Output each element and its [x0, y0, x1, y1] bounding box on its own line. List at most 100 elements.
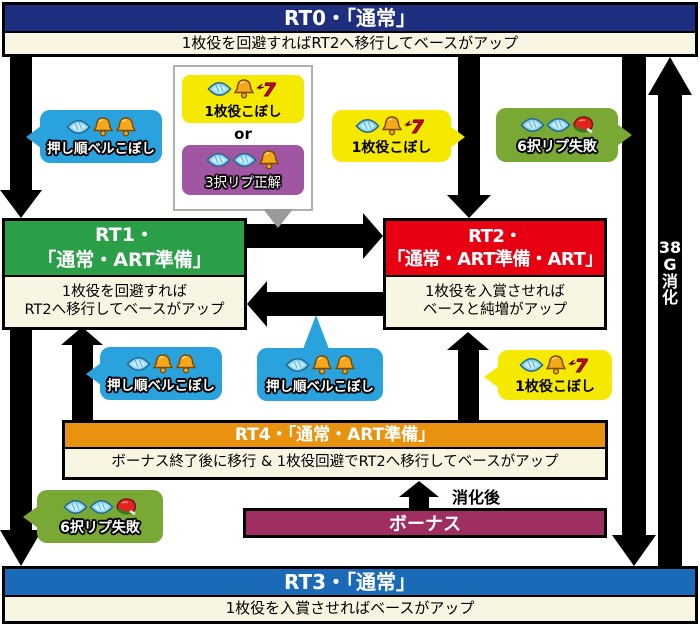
arrow-rt1-to-rt2-shaft: [247, 224, 365, 248]
rt3-title: RT3・「通常」: [5, 569, 695, 597]
diamond-icon: [545, 115, 571, 135]
bell-icon: [175, 353, 197, 374]
seven-icon: 7: [567, 355, 592, 375]
bubble-tail-right: [450, 126, 465, 148]
bonus-after-label: 消化後: [452, 488, 501, 507]
rt1-desc: 1枚役を回避すれば RT2へ移行してベースがアップ: [5, 277, 244, 325]
seven-icon: 7: [255, 79, 280, 99]
bubble-tail-left: [484, 366, 499, 388]
arrow-rt1-to-rt3-shaft: [10, 328, 32, 530]
bell-icon: [545, 355, 567, 375]
bubble-tail-left: [23, 506, 38, 528]
rt0-box: RT0・「通常」 1枚役を回避すればRT2へ移行してベースがアップ: [2, 2, 698, 57]
note-shou: 消: [661, 271, 678, 291]
arrow-rt4-to-rt2-shaft: [458, 350, 479, 421]
bubble-rokutaku-top: 6択リプ失敗: [496, 108, 632, 162]
note-g: G: [663, 254, 677, 274]
bonus-label: ボーナス: [389, 514, 461, 535]
bubble-label: 1枚役こぼし: [351, 139, 432, 156]
arrow-rt1-to-rt2-head: [363, 213, 383, 259]
or-box-top-text: 1枚役こぼし: [204, 103, 282, 120]
bell-icon: [152, 353, 174, 374]
arrow-bonus-to-rt4-shaft: [409, 497, 429, 508]
bubble-tail-left: [26, 126, 41, 148]
rt4-desc: ボーナス終了後に移行 & 1枚役回避でRT2へ移行してベースがアップ: [65, 449, 605, 475]
diamond-icon: [206, 150, 231, 170]
bubble-label: 1枚役こぼし: [515, 378, 595, 395]
rt1-desc-line1: 1枚役を回避すれば: [61, 283, 188, 300]
rt2-desc-line2: ベースと純増がアップ: [422, 302, 568, 318]
arrow-rt3-to-rt0-shaft: [658, 95, 682, 566]
bubble-tail-up: [303, 315, 329, 349]
bubble-icons: [284, 354, 356, 375]
bubble-label: 押し順ベルこぼし: [47, 141, 155, 157]
rt0-desc: 1枚役を回避すればRT2へ移行してベースがアップ: [5, 33, 695, 54]
or-text: or: [234, 125, 252, 143]
bell-icon: [258, 150, 280, 170]
arrow-bonus-to-rt4-head: [399, 481, 439, 497]
arrow-rt0-to-rt1-shaft: [10, 55, 32, 190]
rt2-title-line2: 「通常・ART準備・ART」: [387, 249, 603, 270]
bubble-icons: [62, 496, 138, 517]
melon-icon: [572, 115, 595, 135]
seven-icon: 7: [404, 116, 428, 136]
arrow-rt2-to-rt1-head: [247, 281, 267, 327]
rt1-title-line1: RT1・: [95, 224, 154, 247]
diamond-icon: [519, 115, 545, 135]
rt1-title: RT1・ 「通常・ART準備」: [5, 221, 244, 277]
bubble-tail-left: [86, 363, 101, 385]
note-ka: 化: [661, 288, 678, 308]
bubble-icons: [125, 353, 197, 374]
rt1-box: RT1・ 「通常・ART準備」 1枚役を回避すれば RT2へ移行してベースがアッ…: [2, 218, 247, 330]
svg-text:7: 7: [263, 80, 276, 99]
or-box-bottom-text: 3択リプ正解: [204, 174, 282, 191]
bubble-label: 押し順ベルこぼし: [107, 378, 215, 394]
or-box-pointer: [263, 209, 293, 228]
rt3-box: RT3・「通常」 1枚役を入賞させればベースがアップ: [2, 566, 698, 624]
rt4-box: RT4・「通常・ART準備」 ボーナス終了後に移行 & 1枚役回避でRT2へ移行…: [62, 420, 608, 480]
rt1-title-line2: 「通常・ART準備」: [37, 249, 212, 271]
arrow-rt0-to-rt3-head: [612, 535, 656, 566]
bubble-icons: [519, 115, 595, 136]
bubble-ichimai-mid-right: 7 1枚役こぼし: [484, 350, 612, 400]
bell-icon: [92, 116, 114, 137]
diamond-icon: [125, 354, 151, 374]
bubble-push-bell-mid-center: 押し順ベルこぼし: [257, 315, 383, 401]
arrow-rt0-to-rt1-head: [0, 190, 42, 218]
bubble-icons: 7: [518, 355, 592, 376]
arrow-rt0-to-rt2-shaft: [458, 55, 480, 195]
bubble-push-bell-mid-left: 押し順ベルこぼし: [86, 347, 222, 400]
rt2-desc: 1枚役を入賞させれば ベースと純増がアップ: [386, 277, 604, 325]
svg-text:7: 7: [575, 356, 588, 375]
bubble-label: 押し順ベルこぼし: [266, 379, 374, 395]
bubble-tail-right: [617, 124, 632, 146]
bubble-icons: 7: [355, 116, 428, 137]
melon-icon: [115, 497, 138, 517]
or-condition-box: 7 1枚役こぼし or 3択リプ正解: [173, 65, 313, 211]
rt2-desc-line1: 1枚役を入賞させれば: [425, 283, 565, 300]
bubble-rokutaku-bottom-left: 6択リプ失敗: [23, 490, 163, 543]
rt2-title: RT2・ 「通常・ART準備・ART」: [386, 221, 604, 277]
or-box-bottom-icons: [206, 150, 280, 171]
bell-icon: [311, 354, 333, 375]
diamond-icon: [284, 355, 310, 375]
rt4-title: RT4・「通常・ART準備」: [65, 423, 605, 449]
bonus-box: ボーナス: [243, 508, 607, 538]
diamond-icon: [355, 116, 380, 136]
or-box-bottom-label: 3択リプ正解: [182, 145, 304, 195]
arrow-rt0-to-rt2-head: [447, 195, 491, 218]
arrow-rt1-to-rt3-head: [0, 530, 42, 566]
rt1-desc-line2: RT2へ移行してベースがアップ: [24, 302, 225, 318]
arrow-rt2-to-rt1-shaft: [265, 292, 383, 316]
arrow-rt4-to-rt1-head: [61, 327, 103, 345]
rt3-desc: 1枚役を入賞させればベースがアップ: [5, 597, 695, 619]
diamond-icon: [206, 79, 232, 99]
bell-icon: [334, 354, 356, 375]
bubble-label: 6択リプ失敗: [60, 520, 140, 536]
or-box-top-icons: 7: [206, 79, 280, 100]
bell-icon: [115, 116, 137, 137]
bubble-label: 6択リプ失敗: [517, 138, 597, 155]
note-38: 38: [658, 238, 682, 257]
bubble-icons: [65, 116, 137, 137]
